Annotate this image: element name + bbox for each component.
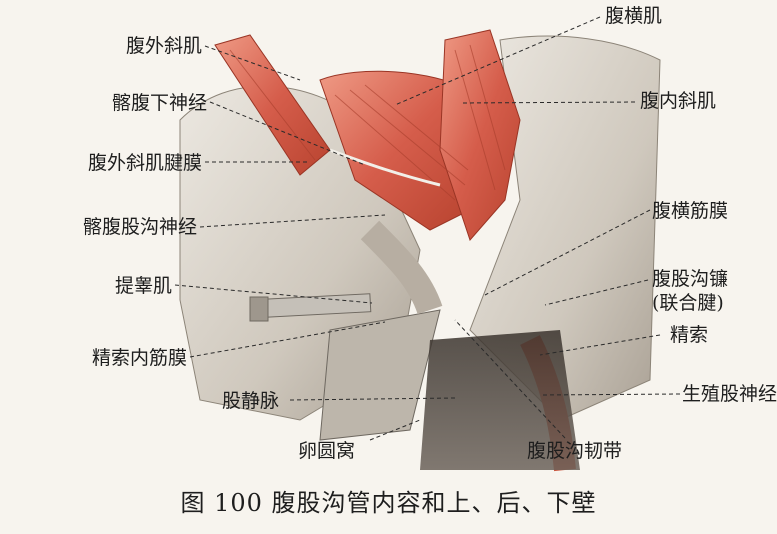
spermatic-cord [360,220,443,315]
label-transversus-abdominis: 腹横肌 [605,5,663,27]
label-genitofemoral-nerve: 生殖股神经 [682,383,777,405]
leader-lines [174,16,681,441]
label-external-oblique-aponeurosis: 腹外斜肌腱膜 [87,152,202,174]
iliohypogastric-nerve [329,148,441,187]
label-iliohypogastric-nerve: 髂腹下神经 [111,92,207,114]
deep-shadow [420,330,580,470]
label-ilioinguinal-nerve: 髂腹股沟神经 [82,216,197,238]
label-fossa-ovalis: 卵圆窝 [298,440,356,462]
label-inguinal-ligament: 腹股沟韧带 [527,440,623,462]
transversus-muscle [439,29,521,241]
label-spermatic-cord: 精索 [670,324,709,346]
label-femoral-vein: 股静脉 [222,390,280,412]
label-cremaster: 提睾肌 [114,275,172,297]
label-internal-oblique: 腹内斜肌 [640,90,717,112]
figure-caption: 图 100 腹股沟管内容和上、后、下壁 [180,489,597,517]
label-transversalis-fascia: 腹横筋膜 [652,200,729,222]
anatomy-illustration [174,16,681,472]
label-inguinal-falx: 腹股沟镰 [652,268,729,290]
label-external-oblique: 腹外斜肌 [125,35,202,57]
label-internal-spermatic-fascia: 精索内筋膜 [91,347,187,369]
label-conjoint-tendon: (联合腱) [652,292,724,314]
retractor-instrument [249,293,441,441]
